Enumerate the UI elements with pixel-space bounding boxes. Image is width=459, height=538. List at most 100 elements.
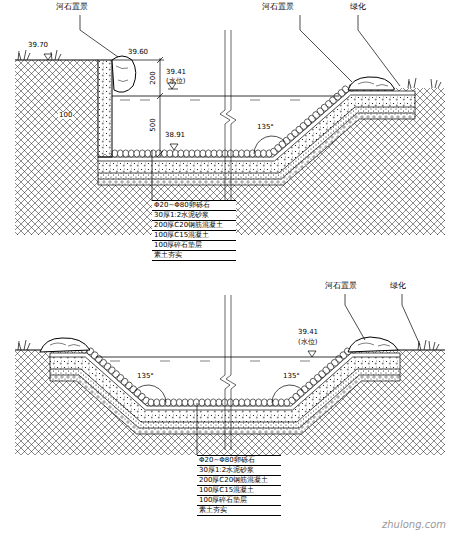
- pebble: [217, 150, 223, 157]
- pebble: [167, 150, 173, 157]
- layer-band: [98, 113, 415, 185]
- pebble: [278, 399, 284, 406]
- leader-label: 河石置景: [325, 282, 357, 290]
- angle-label: 135°: [256, 124, 275, 131]
- pebble: [134, 150, 140, 157]
- leader-label: 绿化: [350, 3, 366, 11]
- pebble: [117, 150, 123, 157]
- pebble: [182, 399, 188, 406]
- layer-note: 素土夯实: [197, 506, 281, 516]
- pebble: [195, 150, 201, 157]
- layer-note: Φ20~Φ80卵砾石: [197, 456, 281, 466]
- water-line: [112, 96, 339, 97]
- lining-layers: [98, 84, 415, 185]
- pebble: [112, 150, 118, 157]
- river-stone: [112, 56, 136, 92]
- dimension-label: 100: [58, 112, 73, 119]
- layer-end: [98, 157, 99, 185]
- layer-band: [98, 113, 415, 185]
- pebble: [228, 150, 234, 157]
- layer-band: [98, 91, 415, 161]
- layer-band: [98, 91, 415, 161]
- pebble: [148, 399, 154, 406]
- pebble: [244, 150, 250, 157]
- elevation-label: 38.91: [164, 132, 186, 139]
- pebble: [159, 399, 165, 406]
- pebble: [244, 399, 250, 406]
- pebble: [150, 150, 156, 157]
- layer-band: [98, 95, 415, 173]
- river-stone: [40, 338, 90, 352]
- layer-line: [98, 113, 415, 179]
- layer-note: 100厚C15混凝土: [152, 231, 236, 241]
- pebble: [273, 399, 279, 406]
- pebble: [261, 399, 267, 406]
- layer-end: [415, 91, 416, 119]
- pebble: [193, 399, 199, 406]
- leader-label: 河石置景: [262, 3, 294, 11]
- pebble: [239, 150, 245, 157]
- elevation-label: 39.41: [166, 69, 186, 76]
- river-stone: [348, 77, 394, 90]
- pebble: [216, 399, 222, 406]
- layer-note-table: Φ20~Φ80卵砾石30厚1:2水泥砂浆200厚C20钢筋混凝土100厚C15混…: [197, 455, 281, 516]
- dimension-label: 500: [150, 117, 157, 132]
- pebble: [261, 150, 267, 157]
- layer-end: [50, 353, 51, 381]
- pebble: [211, 150, 217, 157]
- layer-end: [400, 353, 401, 381]
- leader-label: 绿化: [390, 282, 406, 290]
- pebble: [233, 150, 239, 157]
- elevation-label: 39.70: [28, 42, 48, 49]
- pebble: [139, 150, 145, 157]
- layer-note: 100厚碎石垫层: [197, 496, 281, 506]
- layer-line: [98, 91, 415, 157]
- water-level-label: (水位): [298, 339, 317, 346]
- watermark: zhulong.com: [382, 520, 446, 530]
- pebble: [178, 150, 184, 157]
- elevation-label: 39.41: [298, 329, 318, 336]
- pebble: [145, 150, 151, 157]
- layer-note: 100厚C15混凝土: [197, 486, 281, 496]
- layer-line: [98, 119, 415, 185]
- pebble: [250, 399, 256, 406]
- pebble: [123, 150, 129, 157]
- layer-note-table: Φ20~Φ80卵砾石30厚1:2水泥砂浆200厚C20钢筋混凝土100厚C15混…: [152, 200, 236, 261]
- pebble: [199, 399, 205, 406]
- layer-note: 30厚1:2水泥砂浆: [197, 466, 281, 476]
- pebble: [189, 150, 195, 157]
- pebble: [176, 399, 182, 406]
- pebble: [239, 399, 245, 406]
- pebble: [128, 150, 134, 157]
- pebble: [173, 150, 179, 157]
- layer-note: 200厚C20钢筋混凝土: [197, 476, 281, 486]
- pebble: [171, 399, 177, 406]
- angle-label: 135°: [136, 373, 155, 380]
- pebble: [184, 150, 190, 157]
- pebble: [154, 399, 160, 406]
- soil-hatch: [15, 350, 445, 455]
- pebble: [188, 399, 194, 406]
- pebble: [210, 399, 216, 406]
- leader-label: 河石置景: [56, 3, 88, 11]
- retaining-wall: [98, 60, 112, 157]
- layer-band: [98, 95, 415, 173]
- elevation-label: 39.60: [128, 49, 148, 56]
- pebble: [256, 399, 262, 406]
- layer-note: 30厚1:2水泥砂浆: [152, 211, 236, 221]
- pebble: [206, 150, 212, 157]
- layer-note: 200厚C20钢筋混凝土: [152, 221, 236, 231]
- water-line: [96, 357, 342, 358]
- pebble: [255, 150, 261, 157]
- pebble: [233, 399, 239, 406]
- layer-line: [98, 95, 415, 161]
- layer-note: Φ20~Φ80卵砾石: [152, 201, 236, 211]
- pebble: [227, 399, 233, 406]
- layer-note: 100厚碎石垫层: [152, 241, 236, 251]
- angle-label: 135°: [282, 373, 301, 380]
- layer-line: [98, 107, 415, 173]
- pebble: [200, 150, 206, 157]
- pebble: [205, 399, 211, 406]
- pebble: [162, 150, 168, 157]
- water-level-label: (水位): [166, 78, 185, 85]
